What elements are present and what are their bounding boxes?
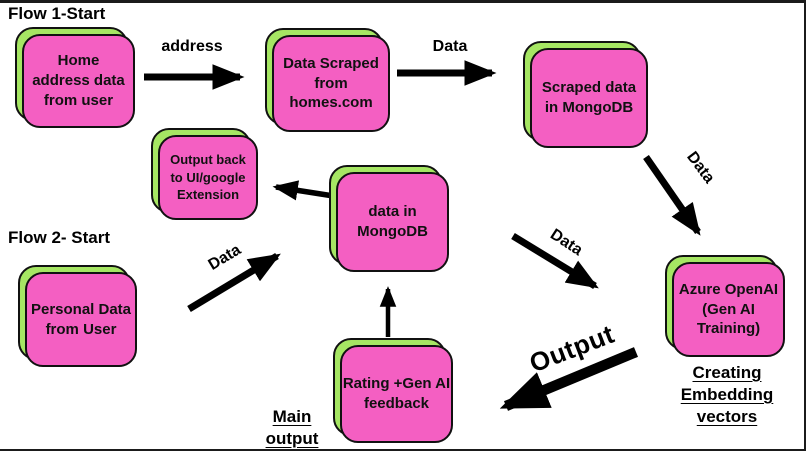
data-arrow-label-mid: Data [547, 226, 586, 260]
flow1-start-label: Flow 1-Start [8, 4, 106, 23]
node-data-scraped-label: Data Scraped from homes.com [283, 54, 379, 112]
frame-edge-bottom [0, 449, 806, 451]
node-data-scraped: Data Scraped from homes.com [265, 28, 390, 132]
main-output-note: Main output [265, 407, 319, 448]
node-output-back-label: Output back to UI/google Extension [170, 152, 246, 203]
node-scraped-mongodb-label: Scraped data in MongoDB [541, 79, 637, 116]
node-azure-openai: Azure OpenAI (Gen AI Training) [665, 255, 785, 357]
arrow-personal-to-mongodb [187, 253, 281, 312]
node-face: Output back to UI/google Extension [158, 135, 258, 220]
frame-edge-right [804, 0, 806, 451]
output-arrow-label: Output [525, 318, 619, 379]
node-face: data in MongoDB [336, 172, 449, 272]
node-data-mongodb-label: data in MongoDB [357, 203, 428, 240]
node-face: Scraped data in MongoDB [530, 48, 648, 148]
node-face: Azure OpenAI (Gen AI Training) [672, 262, 785, 357]
node-azure-openai-label: Azure OpenAI (Gen AI Training) [678, 280, 779, 338]
node-face: Home address data from user [22, 34, 135, 128]
data-arrow-label-top: Data [432, 38, 468, 55]
node-face: Rating +Gen AI feedback [340, 345, 453, 443]
node-home-address-label: Home address data from user [32, 52, 125, 109]
node-output-back: Output back to UI/google Extension [151, 128, 258, 220]
data-arrow-label-flow2: Data [205, 241, 244, 274]
node-personal-data-label: Personal Data from User [30, 300, 132, 338]
node-face: Data Scraped from homes.com [272, 35, 390, 132]
creating-embedding-note: Creating Embedding vectors [680, 363, 774, 426]
data-arrow-label-right: Data [683, 148, 718, 187]
address-arrow-label: address [161, 38, 223, 55]
node-rating-feedback-label: Rating +Gen AI feedback [342, 375, 451, 412]
node-data-mongodb: data in MongoDB [329, 165, 449, 272]
node-rating-feedback: Rating +Gen AI feedback [333, 338, 453, 443]
node-personal-data: Personal Data from User [18, 265, 137, 367]
frame-edge-top [0, 0, 806, 3]
node-home-address: Home address data from user [15, 27, 135, 128]
node-scraped-mongodb: Scraped data in MongoDB [523, 41, 648, 148]
flow2-start-label: Flow 2- Start [8, 228, 111, 247]
node-face: Personal Data from User [25, 272, 137, 367]
